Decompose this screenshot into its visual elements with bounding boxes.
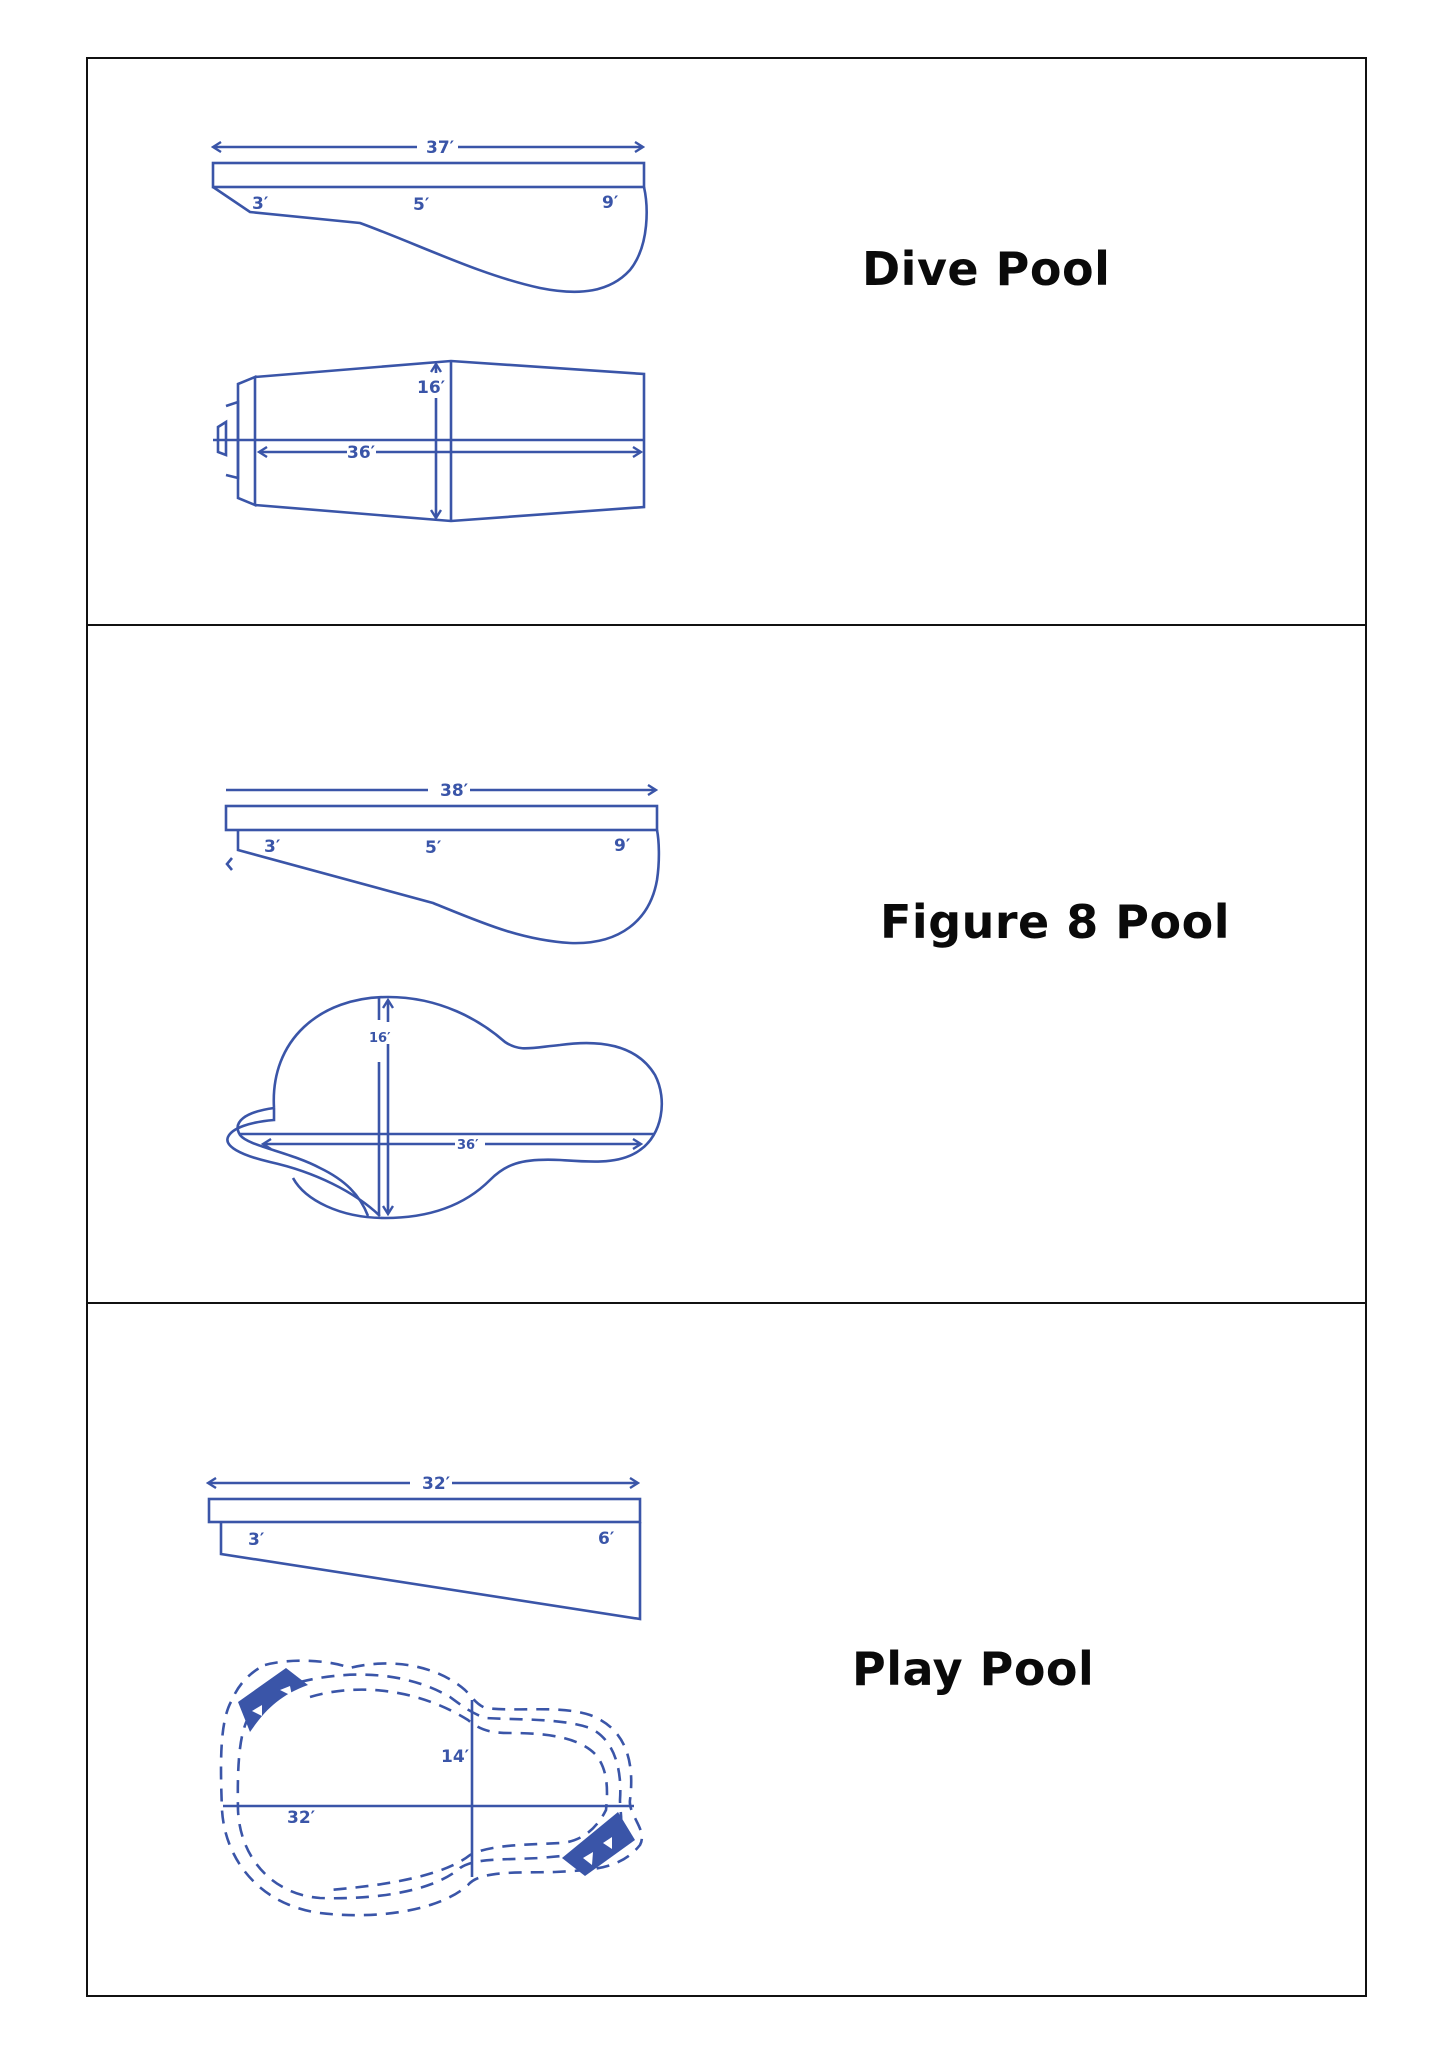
play-plan-length-label: 32′ [287, 1808, 316, 1828]
dive-pool-profile-diagram: 37′ 3′ 5′ 9′ [213, 138, 648, 294]
play-pool-length-label: 32′ [422, 1474, 451, 1494]
dive-plan-length-label: 36′ [347, 443, 376, 463]
figure-8-depth-mid: 5′ [425, 838, 442, 858]
play-plan-width-label: 14′ [441, 1747, 470, 1767]
figure-8-depth-deep: 9′ [614, 836, 631, 856]
play-depth-deep: 6′ [598, 1529, 615, 1549]
dive-depth-shallow: 3′ [252, 194, 269, 214]
dive-pool-title: Dive Pool [862, 242, 1111, 296]
dive-depth-mid: 5′ [413, 195, 430, 215]
page-frame [86, 57, 1367, 1997]
play-pool-profile-diagram: 32′ 3′ 6′ [208, 1474, 642, 1621]
figure-8-plan-length-label: 36′ [457, 1138, 479, 1153]
figure-8-plan-width-label: 16′ [369, 1031, 391, 1046]
play-pool-title: Play Pool [852, 1642, 1095, 1696]
figure-8-plan-diagram: 36′ 16′ [226, 995, 663, 1220]
figure-8-length-label: 38′ [440, 781, 469, 801]
figure-8-depth-shallow: 3′ [264, 837, 281, 857]
dive-plan-width-label: 16′ [417, 378, 446, 398]
play-depth-shallow: 3′ [248, 1530, 265, 1550]
section-divider-2 [86, 1302, 1367, 1304]
figure-8-pool-title: Figure 8 Pool [880, 895, 1230, 949]
play-pool-plan-diagram: 14′ 32′ [219, 1659, 644, 1917]
figure-8-profile-diagram: 38′ 3′ 5′ 9′ [224, 781, 661, 945]
dive-pool-length-label: 37′ [426, 138, 455, 158]
dive-pool-plan-diagram: 36′ 16′ [213, 359, 646, 523]
section-divider-1 [86, 624, 1367, 626]
dive-depth-deep: 9′ [602, 193, 619, 213]
